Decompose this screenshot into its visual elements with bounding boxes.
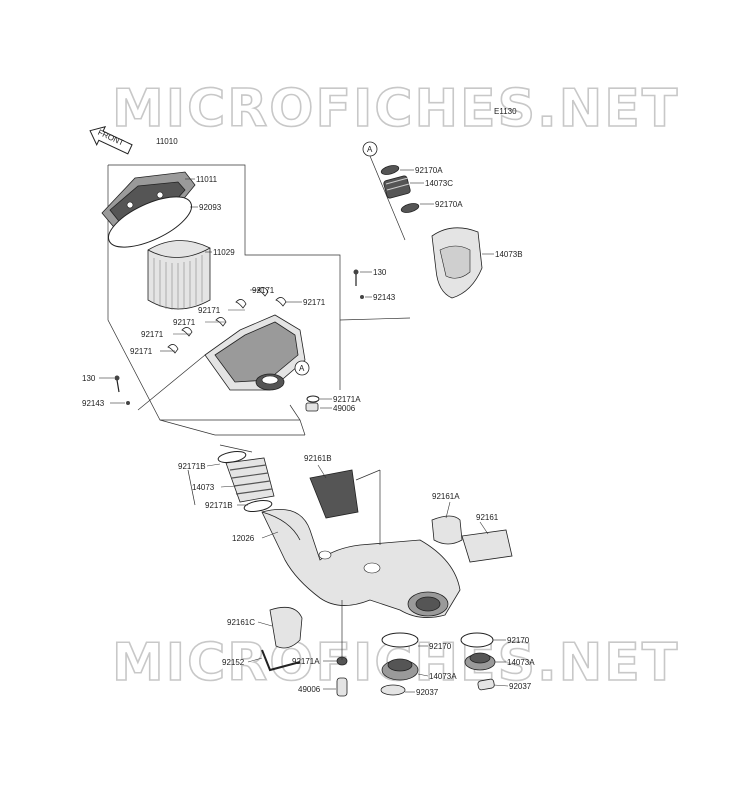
filter-element-11029 xyxy=(147,240,211,310)
label-92161: 92161 xyxy=(476,513,499,522)
label-92171-2: 92171 xyxy=(303,298,326,307)
flange-14073A-mid xyxy=(381,658,419,681)
label-11010: 11010 xyxy=(156,137,178,146)
clamp-92170-mid xyxy=(381,632,419,648)
clamp-92170A-upper xyxy=(380,165,400,175)
leader-lines xyxy=(99,169,509,693)
label-11029: 11029 xyxy=(213,248,235,257)
label-92093: 92093 xyxy=(199,203,222,212)
clamp-92170-right xyxy=(460,632,494,648)
front-arrow-icon xyxy=(89,125,133,155)
label-92152: 92152 xyxy=(222,658,245,667)
watermark-top: MICROFICHES.NET xyxy=(112,79,679,139)
label-92143-top: 92143 xyxy=(373,293,396,302)
label-92037-1: 92037 xyxy=(416,688,439,697)
ref-line-top xyxy=(369,155,406,241)
svg-text:A: A xyxy=(299,364,305,373)
duct-14073C xyxy=(383,175,411,199)
label-92171B-2: 92171B xyxy=(205,501,233,510)
plug-49006-bottom xyxy=(336,677,348,697)
label-130-left: 130 xyxy=(82,374,96,383)
label-92171A-bottom: 92171A xyxy=(292,657,320,666)
label-49006-bottom: 49006 xyxy=(298,685,321,694)
label-92170A-1: 92170A xyxy=(415,166,443,175)
ref-marker-a-airbox: A xyxy=(294,360,310,376)
label-49006-top: 49006 xyxy=(333,404,356,413)
label-92161C: 92161C xyxy=(227,618,255,627)
clamp-92171B-lower xyxy=(243,500,273,512)
air-box-housing xyxy=(204,314,306,391)
label-14073: 14073 xyxy=(192,483,215,492)
pad-92161 xyxy=(461,529,513,563)
diagram-code: E1130 xyxy=(494,107,517,116)
clamp-92171A-top xyxy=(306,395,320,403)
label-14073B: 14073B xyxy=(495,250,523,259)
plug-49006-top xyxy=(305,402,319,412)
label-92171-1: 92171 xyxy=(252,286,275,295)
ref-marker-a-top: A xyxy=(362,141,378,157)
clip-group-92171 xyxy=(167,287,287,354)
label-130-top: 130 xyxy=(373,268,387,277)
label-92171A-top: 92171A xyxy=(333,395,361,404)
label-92171-4: 92171 xyxy=(173,318,196,327)
assembly-frame-lines xyxy=(107,164,411,436)
label-92171-5: 92171 xyxy=(141,330,164,339)
washer-92143-top xyxy=(360,295,364,299)
label-92161B: 92161B xyxy=(304,454,332,463)
pad-92161C xyxy=(269,606,303,649)
pad-92161A xyxy=(431,515,463,545)
label-92143-left: 92143 xyxy=(82,399,105,408)
washer-92143-left xyxy=(126,401,130,405)
label-92170A-2: 92170A xyxy=(435,200,463,209)
label-92161A: 92161A xyxy=(432,492,460,501)
plug-92037-mid xyxy=(380,684,406,696)
cover-14073B xyxy=(431,227,483,299)
label-92171-3: 92171 xyxy=(198,306,221,315)
label-92170-2: 92170 xyxy=(507,636,530,645)
clamp-92170A-lower xyxy=(400,203,420,213)
main-duct-12026 xyxy=(261,508,461,618)
leader-92161B-a xyxy=(355,469,381,481)
label-92037-2: 92037 xyxy=(509,682,532,691)
label-14073C: 14073C xyxy=(425,179,453,188)
bolt-130-left xyxy=(114,375,120,393)
label-14073A-1: 14073A xyxy=(429,672,457,681)
label-14073A-2: 14073A xyxy=(507,658,535,667)
label-92170-1: 92170 xyxy=(429,642,452,651)
pad-92161B xyxy=(309,469,359,519)
svg-text:A: A xyxy=(367,145,373,154)
bolt-130-top xyxy=(353,269,359,286)
duct-assembly-lines xyxy=(187,444,253,506)
gasket-92093 xyxy=(108,196,192,248)
label-12026: 12026 xyxy=(232,534,255,543)
plug-92037-right xyxy=(477,678,495,691)
label-92171-6: 92171 xyxy=(130,347,153,356)
flange-14073A-right xyxy=(464,652,496,671)
label-11011: 11011 xyxy=(196,175,218,184)
duct-14073 xyxy=(225,457,275,503)
label-92171B-1: 92171B xyxy=(178,462,206,471)
rod-92152 xyxy=(261,649,301,672)
